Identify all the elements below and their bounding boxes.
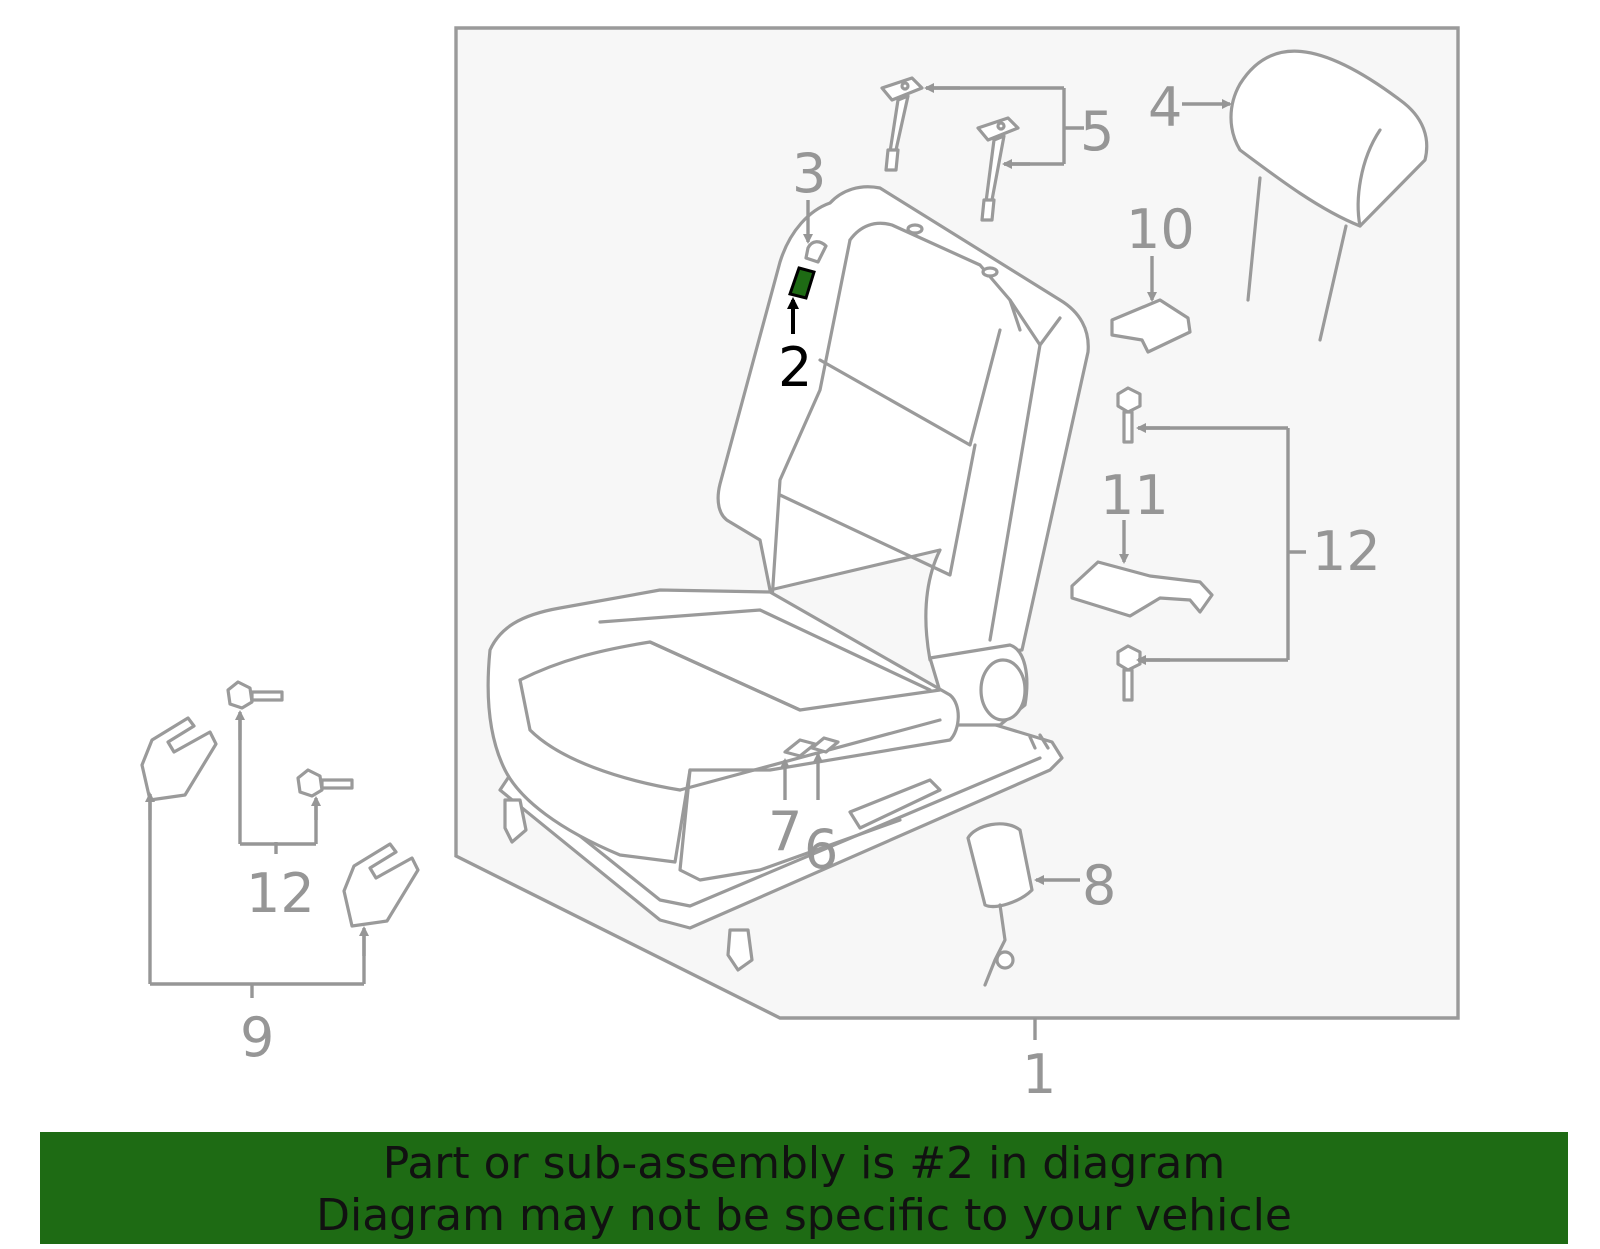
part-2-highlighted bbox=[788, 266, 816, 300]
callout-5: 5 bbox=[1080, 100, 1114, 163]
part-9-shapes bbox=[140, 716, 420, 928]
callout-12-right: 12 bbox=[1312, 520, 1381, 583]
seat-assembly bbox=[486, 185, 1090, 972]
part-4-shape bbox=[1229, 49, 1429, 342]
part-11-shape bbox=[1070, 560, 1214, 618]
banner-line-2: Diagram may not be specific to your vehi… bbox=[316, 1190, 1292, 1241]
banner-line-1: Part or sub-assembly is #2 in diagram bbox=[382, 1138, 1226, 1189]
callout-1: 1 bbox=[1022, 1043, 1056, 1106]
callout-7: 7 bbox=[768, 800, 802, 863]
callout-8: 8 bbox=[1082, 854, 1116, 917]
part-8-shape bbox=[966, 822, 1034, 987]
callout-10: 10 bbox=[1126, 198, 1195, 261]
callout-4: 4 bbox=[1148, 76, 1182, 139]
info-banner: Part or sub-assembly is #2 in diagram Di… bbox=[40, 1132, 1568, 1244]
part-3-shape bbox=[804, 240, 828, 264]
part-12-bolts-left bbox=[226, 680, 354, 798]
callout-11: 11 bbox=[1100, 464, 1169, 527]
part-10-shape bbox=[1110, 298, 1192, 354]
leader-lines bbox=[145, 83, 1306, 1040]
callout-6: 6 bbox=[804, 818, 838, 881]
part-5-shapes bbox=[880, 76, 1020, 222]
callout-12-left: 12 bbox=[246, 862, 315, 925]
callout-9: 9 bbox=[240, 1006, 274, 1069]
callout-3: 3 bbox=[792, 142, 826, 205]
part-2-shape bbox=[788, 266, 816, 300]
callout-2: 2 bbox=[778, 336, 812, 399]
